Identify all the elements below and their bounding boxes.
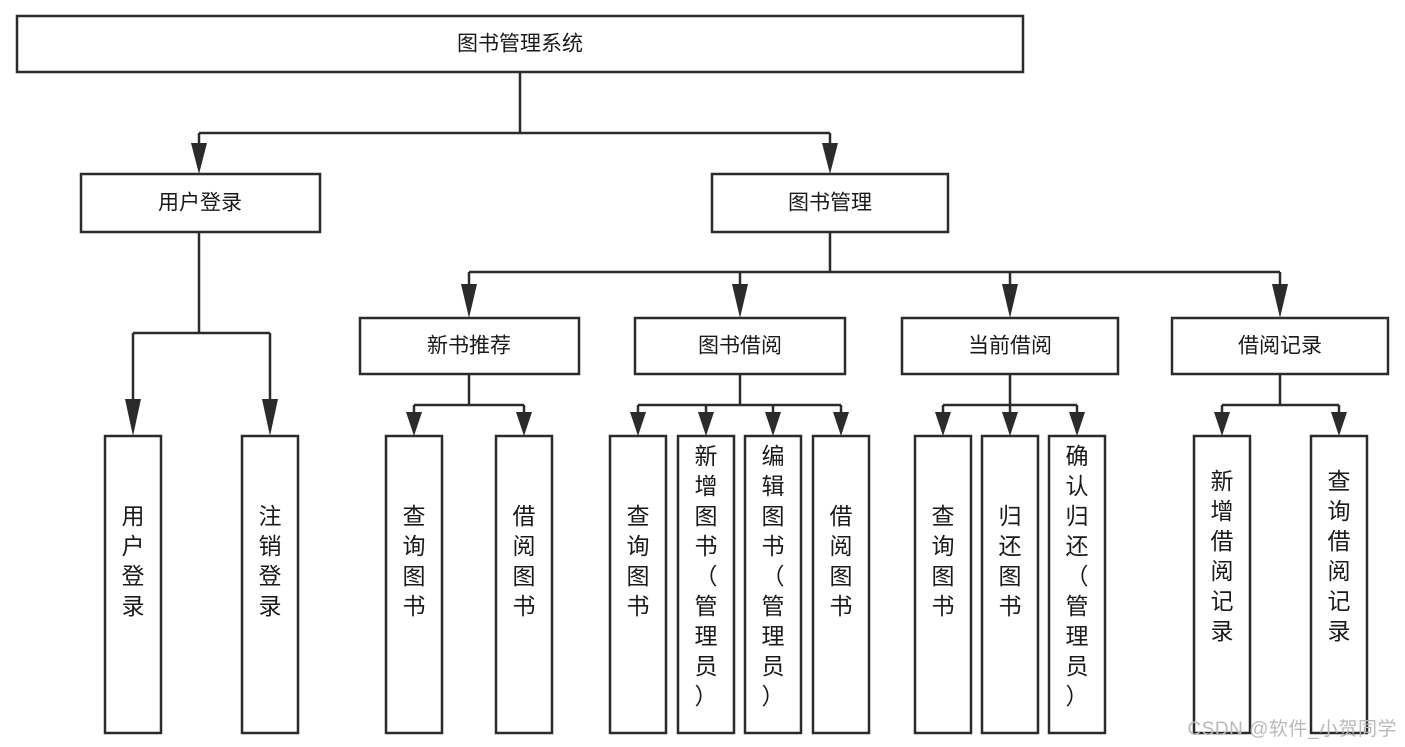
node-leaf-user-login[interactable]: 用户登录	[103, 434, 163, 735]
node-leaf-query-book-1[interactable]: 查询图书	[384, 434, 444, 735]
node-leaf-edit-book-admin-box[interactable]	[743, 434, 803, 735]
arrow-head-leaf-user-login	[125, 399, 141, 436]
node-book-manage-label: 图书管理	[788, 192, 872, 215]
arrow-head-leaf-query-book-1	[406, 412, 422, 436]
node-book-borrow[interactable]: 图书借阅	[633, 316, 847, 376]
arrow-head-leaf-add-borrow-record	[1214, 412, 1230, 436]
arrow-head-borrow-record	[1272, 284, 1288, 318]
node-leaf-return-book-box[interactable]	[980, 434, 1040, 735]
node-leaf-query-book-3-label: 查询图书	[932, 503, 955, 619]
node-new-book-recommend-label: 新书推荐	[427, 335, 511, 358]
node-leaf-return-book[interactable]: 归还图书	[980, 434, 1040, 735]
node-leaf-add-borrow-record-label: 新增借阅记录	[1211, 468, 1234, 644]
node-current-borrow-box[interactable]	[900, 316, 1120, 376]
node-leaf-confirm-return-admin-label: 确认归还（管理员）	[1066, 443, 1089, 709]
arrow-head-leaf-borrow-book-1	[516, 412, 532, 436]
node-leaf-add-book-admin-box[interactable]	[676, 434, 736, 735]
node-borrow-record-label: 借阅记录	[1238, 335, 1322, 358]
arrow-head-book-manage	[822, 143, 838, 174]
node-book-manage[interactable]: 图书管理	[710, 172, 950, 234]
node-leaf-edit-book-admin[interactable]: 编辑图书（管理员）	[743, 434, 803, 735]
node-current-borrow-label: 当前借阅	[968, 335, 1052, 358]
arrow-head-leaf-borrow-book-2	[833, 412, 849, 436]
node-leaf-user-login-box[interactable]	[103, 434, 163, 735]
node-leaf-add-book-admin-label: 新增图书（管理员）	[695, 443, 718, 709]
node-borrow-record-box[interactable]	[1170, 316, 1390, 376]
node-leaf-borrow-book-2[interactable]: 借阅图书	[811, 434, 871, 735]
node-leaf-confirm-return-admin-box[interactable]	[1047, 434, 1107, 735]
node-leaf-borrow-book-2-label: 借阅图书	[830, 503, 853, 619]
node-user-login-box[interactable]	[79, 172, 322, 234]
arrow-head-leaf-query-book-3	[935, 412, 951, 436]
node-leaf-edit-book-admin-label: 编辑图书（管理员）	[762, 443, 785, 709]
node-root-box[interactable]	[15, 14, 1025, 74]
node-book-borrow-box[interactable]	[633, 316, 847, 376]
node-leaf-query-borrow-record-box[interactable]	[1309, 434, 1369, 735]
node-leaf-query-book-3[interactable]: 查询图书	[913, 434, 973, 735]
node-leaf-add-borrow-record[interactable]: 新增借阅记录	[1192, 434, 1252, 735]
arrow-head-leaf-return-book	[1002, 412, 1018, 436]
node-leaf-borrow-book-1[interactable]: 借阅图书	[494, 434, 554, 735]
connector-layer	[125, 72, 1347, 436]
node-book-borrow-label: 图书借阅	[698, 335, 782, 358]
node-leaf-borrow-book-1-label: 借阅图书	[513, 503, 536, 619]
arrow-head-book-borrow	[732, 284, 748, 318]
node-leaf-borrow-book-1-box[interactable]	[494, 434, 554, 735]
arrow-head-leaf-confirm-return-admin	[1069, 412, 1085, 436]
node-leaf-add-borrow-record-box[interactable]	[1192, 434, 1252, 735]
arrow-head-leaf-logout-login	[262, 399, 278, 436]
arrow-head-user-login	[191, 143, 207, 174]
arrow-head-current-borrow	[1002, 284, 1018, 318]
arrow-head-leaf-query-borrow-record	[1331, 412, 1347, 436]
node-leaf-query-book-2[interactable]: 查询图书	[608, 434, 668, 735]
node-root[interactable]: 图书管理系统	[15, 14, 1025, 74]
node-leaf-query-book-3-box[interactable]	[913, 434, 973, 735]
node-book-manage-box[interactable]	[710, 172, 950, 234]
node-leaf-logout-login[interactable]: 注销登录	[240, 434, 300, 735]
node-new-book-recommend-box[interactable]	[358, 316, 581, 376]
node-leaf-confirm-return-admin[interactable]: 确认归还（管理员）	[1047, 434, 1107, 735]
node-leaf-query-book-2-label: 查询图书	[627, 503, 650, 619]
node-borrow-record[interactable]: 借阅记录	[1170, 316, 1390, 376]
node-current-borrow[interactable]: 当前借阅	[900, 316, 1120, 376]
arrow-head-leaf-add-book-admin	[698, 412, 714, 436]
node-leaf-query-book-1-label: 查询图书	[403, 503, 426, 619]
node-leaf-user-login-label: 用户登录	[122, 503, 145, 619]
arrow-head-leaf-query-book-2	[630, 412, 646, 436]
node-leaf-query-borrow-record-label: 查询借阅记录	[1328, 468, 1351, 644]
node-user-login[interactable]: 用户登录	[79, 172, 322, 234]
arrow-head-leaf-edit-book-admin	[765, 412, 781, 436]
node-new-book-recommend[interactable]: 新书推荐	[358, 316, 581, 376]
node-leaf-query-book-2-box[interactable]	[608, 434, 668, 735]
node-leaf-return-book-label: 归还图书	[999, 503, 1022, 619]
node-leaf-add-book-admin[interactable]: 新增图书（管理员）	[676, 434, 736, 735]
node-leaf-query-book-1-box[interactable]	[384, 434, 444, 735]
node-user-login-label: 用户登录	[158, 192, 242, 215]
node-leaf-logout-login-box[interactable]	[240, 434, 300, 735]
node-leaf-borrow-book-2-box[interactable]	[811, 434, 871, 735]
arrow-head-new-book-recommend	[461, 284, 477, 318]
node-leaf-logout-login-label: 注销登录	[259, 503, 282, 619]
node-leaf-query-borrow-record[interactable]: 查询借阅记录	[1309, 434, 1369, 735]
node-root-label: 图书管理系统	[457, 33, 583, 56]
